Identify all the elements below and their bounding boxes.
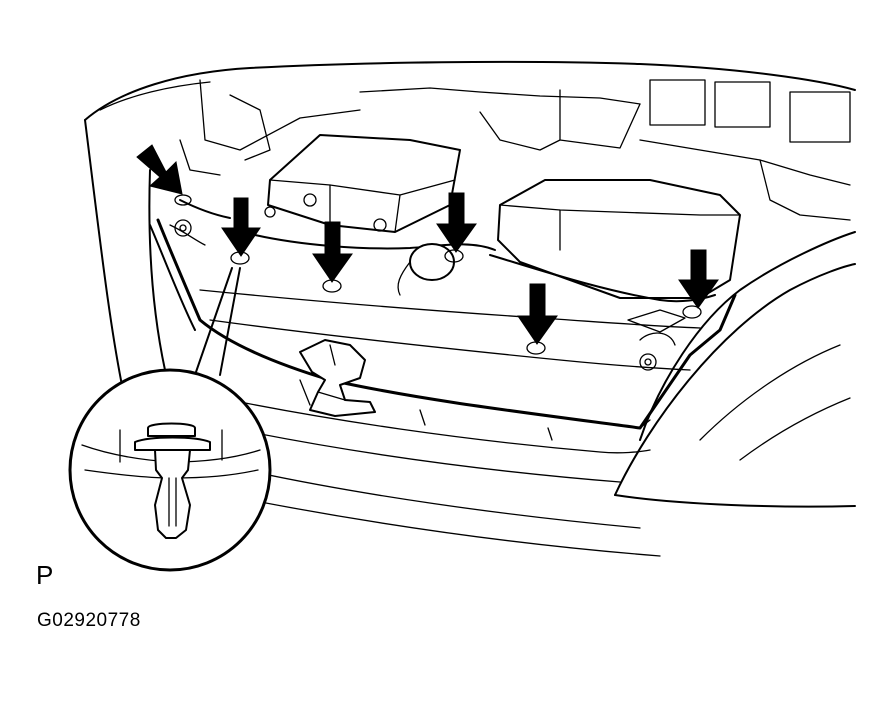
clip-location-4 [444, 249, 464, 263]
clip-location-5 [526, 341, 546, 355]
engine-cover-right [497, 179, 741, 299]
figure-code: G02920778 [37, 610, 141, 631]
firewall-components [179, 79, 851, 221]
arrow-clip-3 [312, 221, 353, 283]
arrow-clip-2 [221, 197, 261, 257]
detail-leader-lines [195, 267, 241, 376]
push-clip-shank [154, 449, 191, 539]
view-label: P [36, 560, 54, 590]
radiator-support-cover [149, 218, 737, 430]
right-fender-headlamp [614, 231, 856, 508]
engine-cover-left [264, 134, 461, 233]
front-bumper-lines [229, 379, 661, 557]
clip-location-6 [682, 305, 702, 319]
arrow-clip-6 [678, 249, 719, 309]
arrow-clip-1 [136, 144, 183, 195]
push-clip-head [147, 422, 196, 437]
clip-detail-magnifier [68, 368, 272, 572]
clip-location-1 [174, 194, 192, 206]
arrow-clip-5 [517, 283, 558, 345]
arrow-clip-4 [436, 192, 477, 253]
hood-lock-latch [299, 339, 376, 417]
wire-harness [179, 199, 716, 303]
clip-arrows [136, 144, 719, 345]
